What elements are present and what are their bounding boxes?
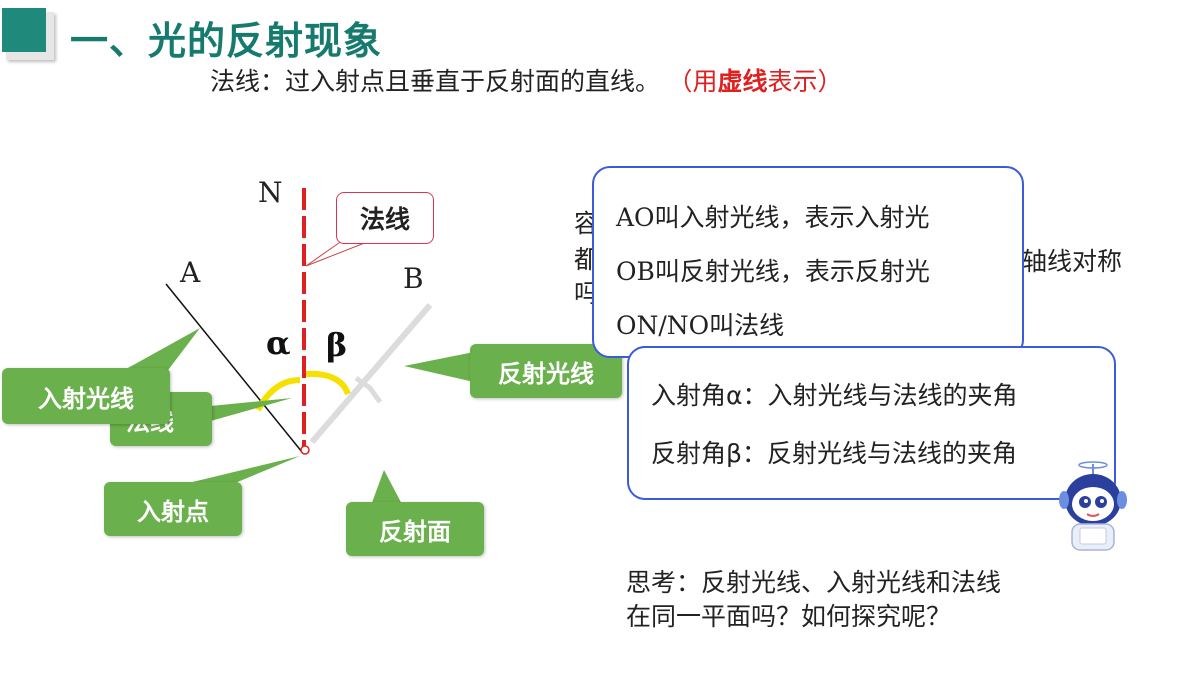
incident-point-dot [300, 445, 310, 455]
normal-callout: 法线 [336, 192, 434, 244]
think-question-line2: 在同一平面吗？如何探究呢？ [626, 602, 952, 631]
normal-definition: 法线：过入射点且垂直于反射面的直线。 （用虚线表示） [210, 62, 843, 98]
reflecting-surface-label: 反射面 [346, 502, 484, 556]
hidden-text-right: 轴线对称 [1022, 247, 1123, 276]
label-b: B [403, 262, 424, 295]
title-decoration-square [2, 8, 46, 52]
incident-ray-label: 入射光线 [2, 368, 170, 424]
robot-mascot-icon [1059, 461, 1127, 551]
reflecting-surface-pointer [370, 470, 404, 508]
info-box-terms: AO叫入射光线，表示入射光 OB叫反射光线，表示反射光 ON/NO叫法线 [592, 166, 1024, 358]
info-box-terms-line1: AO叫入射光线，表示入射光 [616, 203, 930, 232]
dashed-line-emphasis: 虚线 [717, 67, 768, 96]
incident-point-label: 入射点 [104, 482, 242, 536]
info-box-terms-line3: ON/NO叫法线 [616, 311, 785, 340]
info-box-angles-line2: 反射角β：反射光线与法线的夹角 [651, 439, 1017, 468]
normal-label-pointer [190, 398, 292, 424]
paren-open: （用 [680, 67, 718, 96]
mirror-line [165, 283, 303, 453]
think-question: 思考：反射光线、入射光线和法线 在同一平面吗？如何探究呢？ [626, 566, 1001, 634]
paren-close: 表示） [767, 67, 843, 96]
info-box-angles: 入射角α：入射光线与法线的夹角 反射角β：反射光线与法线的夹角 [627, 346, 1116, 500]
beta-symbol: β [326, 326, 348, 364]
label-a: A [180, 256, 201, 289]
think-question-line1: 思考：反射光线、入射光线和法线 [626, 568, 1002, 597]
normal-definition-text: 法线：过入射点且垂直于反射面的直线。 [210, 67, 661, 96]
page-title: 一、光的反射现象 [70, 19, 383, 63]
reflected-ray-line [309, 303, 433, 444]
info-box-terms-line2: OB叫反射光线，表示反射光 [616, 257, 930, 286]
info-box-angles-line1: 入射角α：入射光线与法线的夹角 [651, 381, 1018, 410]
beta-arc [305, 370, 351, 396]
reflected-ray-pointer [404, 352, 474, 382]
reflected-ray-arrow [354, 375, 383, 404]
alpha-symbol: α [266, 324, 291, 362]
label-n: N [258, 176, 283, 209]
